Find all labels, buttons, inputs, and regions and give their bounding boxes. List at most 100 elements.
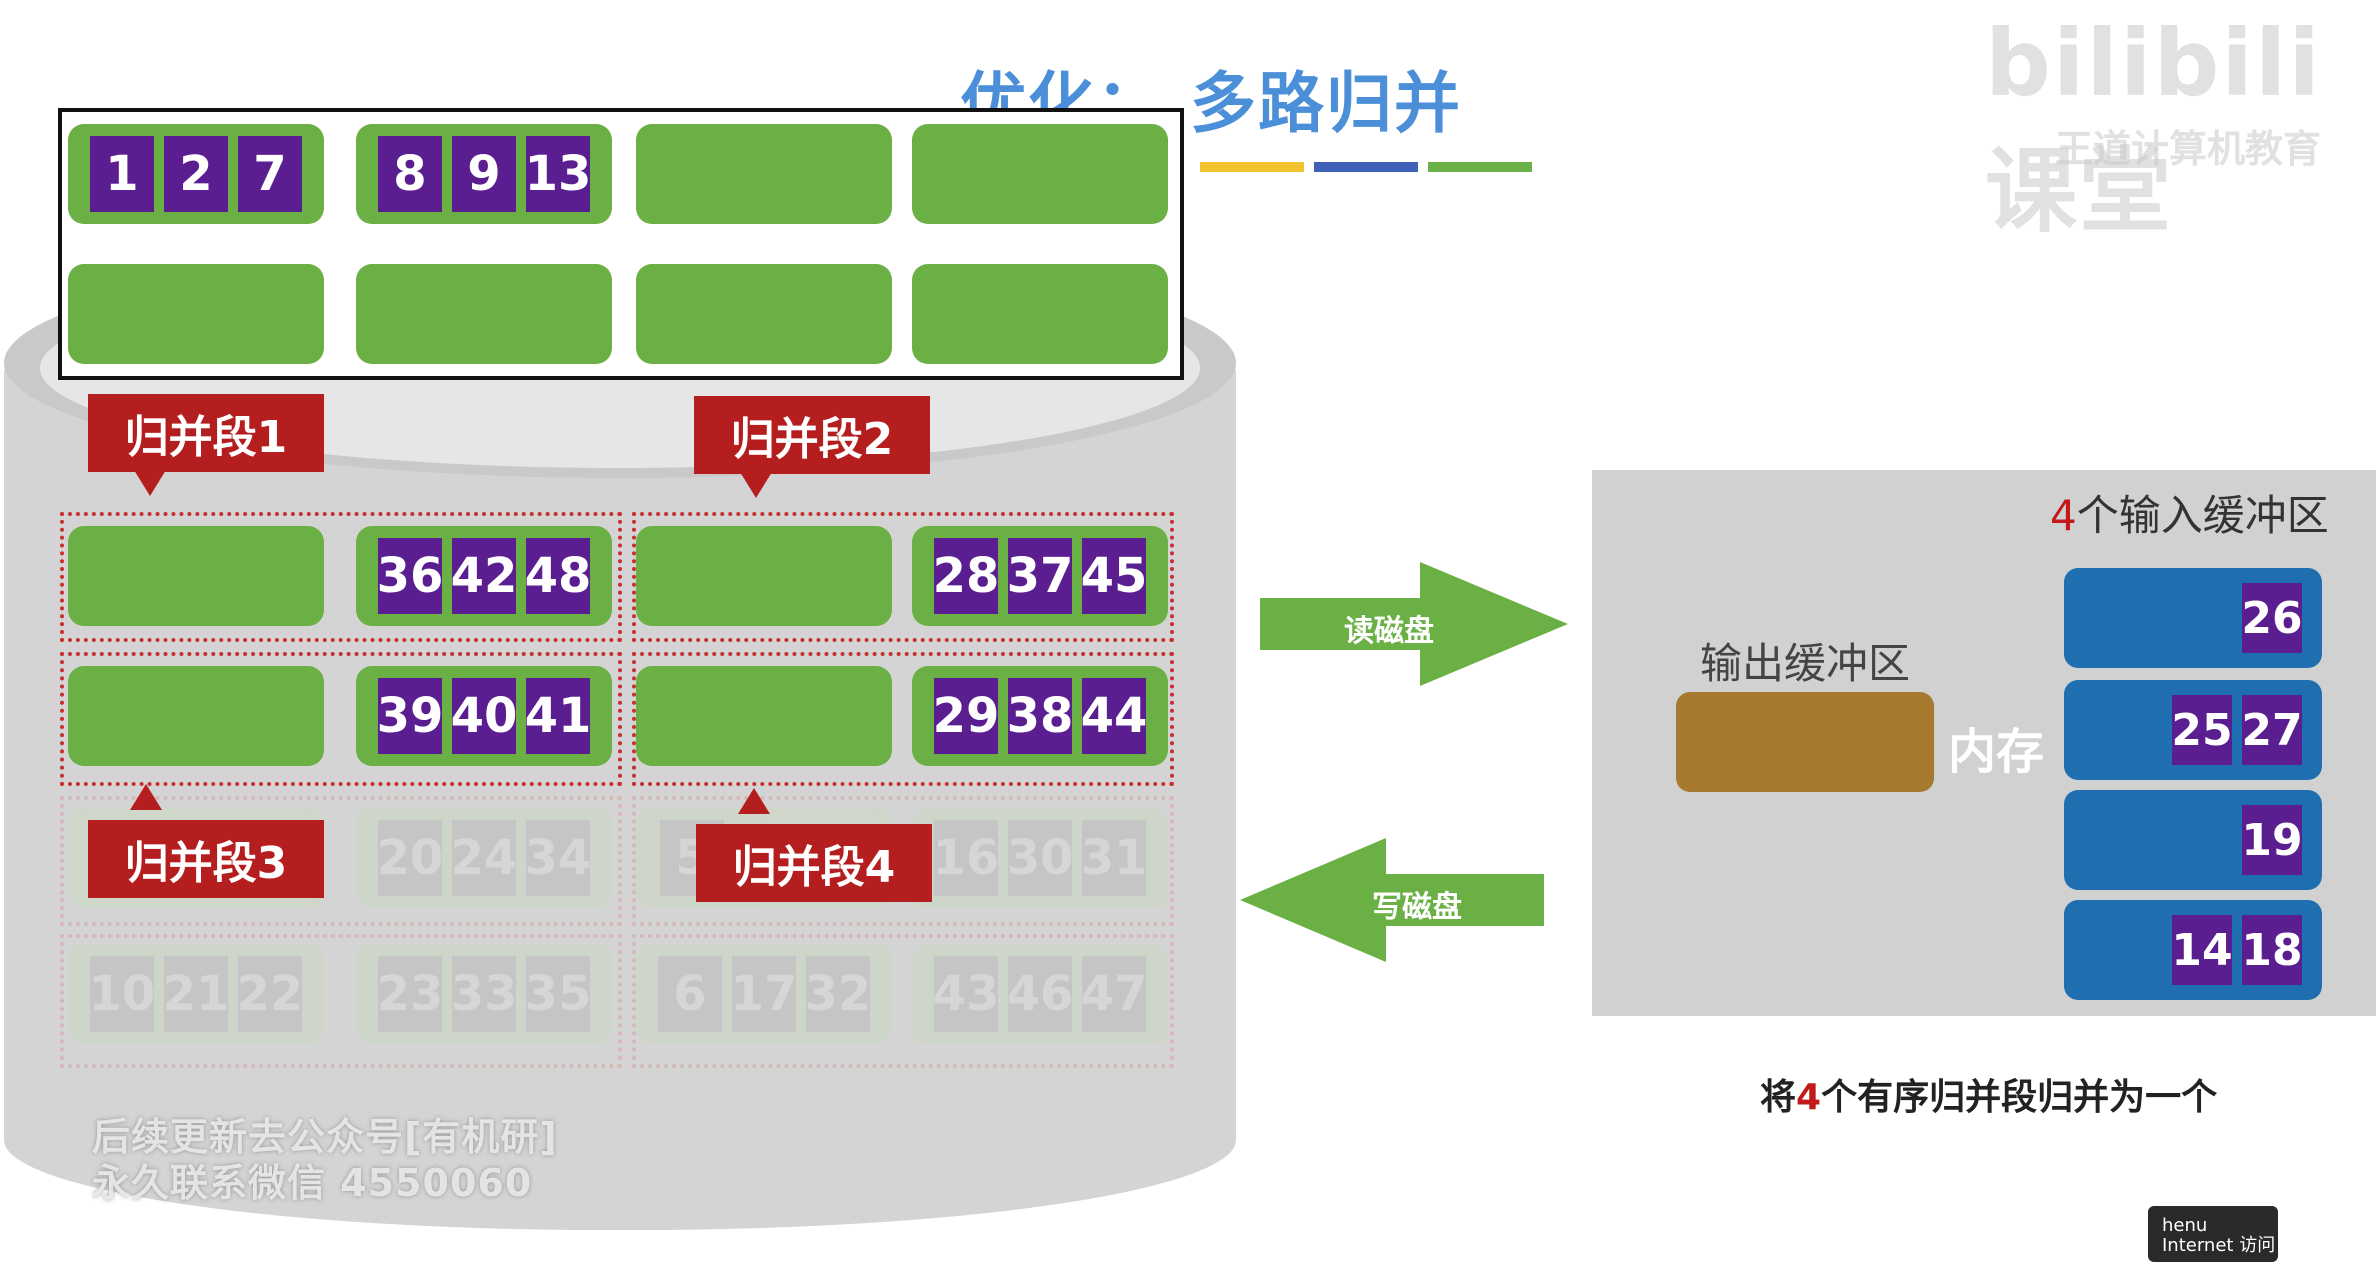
value-cell: 48 xyxy=(525,538,591,614)
value-cell: 28 xyxy=(933,538,999,614)
buffer-block-4 xyxy=(912,124,1168,224)
memory-label: 内存 xyxy=(1948,724,2045,780)
segment-frame-1 xyxy=(60,512,622,642)
value-cell: 19 xyxy=(2241,805,2303,875)
buffer-block-2: 8 9 13 xyxy=(356,124,612,224)
segment-frame-3 xyxy=(60,652,622,786)
disk-block xyxy=(636,526,892,626)
buffer-block-3 xyxy=(636,124,892,224)
buffer-block-1: 1 2 7 xyxy=(68,124,324,224)
value-cell: 10 xyxy=(89,956,155,1032)
value-cell: 35 xyxy=(525,956,591,1032)
disk-block: 36 42 48 xyxy=(356,526,612,626)
overlay-text-line2: 永久联系微信 4550060 xyxy=(92,1161,533,1205)
value-cell: 41 xyxy=(525,678,591,754)
strip-darkblue xyxy=(1314,162,1418,172)
strip-green xyxy=(1428,162,1532,172)
value-cell: 21 xyxy=(163,956,229,1032)
input-buffer-2: 25 27 xyxy=(2064,680,2322,780)
value-cell: 31 xyxy=(1081,820,1147,896)
value-cell: 18 xyxy=(2241,915,2303,985)
disk-block: 28 37 45 xyxy=(912,526,1168,626)
buffer-block-5 xyxy=(68,264,324,364)
tooltip-line1: henu xyxy=(2162,1215,2208,1236)
value-cell: 32 xyxy=(805,956,871,1032)
segment-label-1: 归并段1 xyxy=(88,394,324,472)
value-cell: 25 xyxy=(2171,695,2233,765)
input-buffer-count: 4 xyxy=(2050,491,2077,540)
caption-post: 个有序归并段归并为一个 xyxy=(1821,1077,2218,1118)
value-cell: 7 xyxy=(238,136,302,212)
segment-label-2: 归并段2 xyxy=(694,396,930,474)
caption-pre: 将 xyxy=(1760,1077,1797,1118)
buffer-block-7 xyxy=(636,264,892,364)
value-cell: 24 xyxy=(451,820,517,896)
disk-block: 39 40 41 xyxy=(356,666,612,766)
value-cell: 20 xyxy=(377,820,443,896)
label-pointer xyxy=(738,788,770,814)
disk-block xyxy=(636,666,892,766)
value-cell: 16 xyxy=(933,820,999,896)
value-cell: 44 xyxy=(1081,678,1147,754)
value-cell: 46 xyxy=(1007,956,1073,1032)
disk-block-dim: 6 17 32 xyxy=(636,944,892,1044)
value-cell: 36 xyxy=(377,538,443,614)
watermark-subtitle: 王道计算机教育 xyxy=(2055,127,2322,171)
label-pointer xyxy=(130,784,162,810)
disk-block-dim: 10 21 22 xyxy=(68,944,324,1044)
value-cell: 17 xyxy=(731,956,797,1032)
disk-block-dim: 23 33 35 xyxy=(356,944,612,1044)
value-cell: 33 xyxy=(451,956,517,1032)
disk-block xyxy=(68,666,324,766)
read-disk-arrow-icon xyxy=(1260,562,1568,686)
value-cell: 34 xyxy=(525,820,591,896)
overlay-text-line1: 后续更新去公众号[有机研] xyxy=(92,1115,558,1159)
value-cell: 13 xyxy=(525,136,591,212)
value-cell: 30 xyxy=(1007,820,1073,896)
value-cell: 9 xyxy=(452,136,516,212)
value-cell: 2 xyxy=(164,136,228,212)
caption-num: 4 xyxy=(1796,1077,1822,1118)
value-cell: 22 xyxy=(237,956,303,1032)
segment-frame-2 xyxy=(632,512,1174,642)
title-part2: 多路归并 xyxy=(1190,65,1462,142)
buffer-block-6 xyxy=(356,264,612,364)
label-pointer xyxy=(134,470,166,496)
output-buffer-label: 输出缓冲区 xyxy=(1700,639,1911,688)
value-cell: 39 xyxy=(377,678,443,754)
input-buffer-4: 14 18 xyxy=(2064,900,2322,1000)
disk-block-dim: 20 24 34 xyxy=(356,808,612,908)
value-cell: 43 xyxy=(933,956,999,1032)
value-cell: 38 xyxy=(1007,678,1073,754)
segment-frame-4 xyxy=(632,652,1174,786)
segment-frame-dim xyxy=(632,934,1174,1068)
value-cell: 8 xyxy=(378,136,442,212)
buffer-block-8 xyxy=(912,264,1168,364)
strip-yellow xyxy=(1200,162,1304,172)
output-buffer xyxy=(1676,692,1934,792)
write-disk-label: 写磁盘 xyxy=(1372,890,1462,925)
label-pointer xyxy=(740,472,772,498)
input-buffer-3: 19 xyxy=(2064,790,2322,890)
value-cell: 42 xyxy=(451,538,517,614)
value-cell: 27 xyxy=(2241,695,2303,765)
value-cell: 47 xyxy=(1081,956,1147,1032)
value-cell: 45 xyxy=(1081,538,1147,614)
segment-frame-dim xyxy=(60,796,622,926)
write-disk-arrow-icon xyxy=(1240,838,1544,962)
segment-frame-dim xyxy=(60,934,622,1068)
input-buffers-title-text: 个输入缓冲区 xyxy=(2076,491,2329,540)
value-cell: 37 xyxy=(1007,538,1073,614)
value-cell: 23 xyxy=(377,956,443,1032)
disk-block xyxy=(68,526,324,626)
value-cell: 6 xyxy=(658,956,722,1032)
page-title: 优化：多路归并 xyxy=(960,50,1462,146)
value-cell: 40 xyxy=(451,678,517,754)
tooltip-line2: Internet 访问 xyxy=(2162,1235,2276,1256)
input-buffer-1: 26 xyxy=(2064,568,2322,668)
disk-block: 29 38 44 xyxy=(912,666,1168,766)
read-disk-label: 读磁盘 xyxy=(1344,614,1434,649)
input-buffers-title: 4个输入缓冲区 xyxy=(2050,482,2329,543)
value-cell: 14 xyxy=(2171,915,2233,985)
